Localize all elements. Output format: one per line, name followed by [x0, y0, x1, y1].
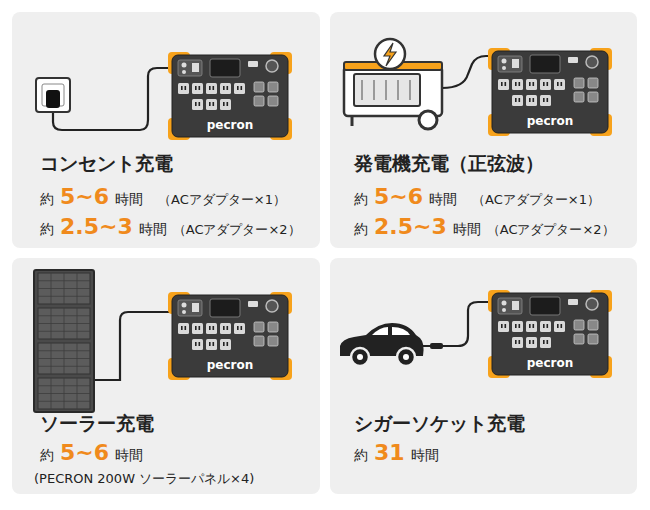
text-row: 約5~6時間 （ACアダプター×1） [354, 184, 600, 213]
time-word: 約 [40, 186, 54, 212]
power-station: pecron [488, 48, 612, 136]
solar-panel [34, 270, 94, 412]
plug [46, 90, 60, 108]
time-word: 約 [354, 216, 368, 242]
adapter-note: （ACアダプター×2） [173, 217, 301, 243]
time-word: 時間 [429, 186, 457, 212]
text-row: (PECRON 200W ソーラーパネル×4) [34, 466, 254, 492]
method-heading: コンセント充電 [40, 150, 173, 176]
brand-logo: pecron [488, 114, 612, 128]
method-heading: シガーソケット充電 [354, 410, 525, 436]
power-station: pecron [488, 290, 612, 378]
method-heading: 発電機充電（正弦波） [354, 150, 544, 176]
wall-outlet [36, 78, 70, 112]
text-row: 発電機充電（正弦波） [354, 150, 544, 176]
charge-hours: 2.5~3 [374, 214, 447, 240]
brand-logo: pecron [488, 356, 612, 370]
charge-hours: 31 [374, 440, 405, 466]
text-row: コンセント充電 [40, 150, 173, 176]
brand-logo: pecron [168, 358, 292, 372]
text-row: 約2.5~3時間（ACアダプター×2） [40, 214, 301, 243]
time-word: 時間 [115, 186, 143, 212]
text-row: 約5~6時間 （ACアダプター×1） [40, 184, 286, 213]
power-station-body [488, 290, 612, 378]
adapter-note: （ACアダプター×1） [472, 187, 600, 213]
charge-method-panel: pecron ソーラー充電約5~6時間(PECRON 200W ソーラーパネル×4… [12, 258, 320, 494]
brand-logo: pecron [168, 118, 292, 132]
time-word: 時間 [115, 442, 143, 468]
charge-method-panel: pecron発電機充電（正弦波）約5~6時間（ACアダプター×1）約2.5~3時… [330, 12, 637, 248]
generator [344, 39, 442, 129]
time-word: 時間 [411, 442, 439, 468]
time-word: 約 [40, 442, 54, 468]
car [340, 323, 443, 366]
power-station-body [488, 48, 612, 136]
time-word: 時間 [139, 216, 167, 242]
power-station: pecron [168, 292, 292, 380]
power-station-body [168, 52, 292, 140]
adapter-note: （ACアダプター×2） [487, 217, 615, 243]
power-station-body [168, 292, 292, 380]
power-station: pecron [168, 52, 292, 140]
text-row: シガーソケット充電 [354, 410, 525, 436]
time-word: 約 [40, 216, 54, 242]
method-heading: ソーラー充電 [40, 410, 154, 436]
charge-method-panel: pecron シガーソケット充電約31時間 [330, 258, 637, 494]
charge-method-panel: pecronコンセント充電約5~6時間（ACアダプター×1）約2.5~3時間（A… [12, 12, 320, 248]
text-row: 約31時間 [354, 440, 439, 468]
time-word: 約 [354, 442, 368, 468]
charge-hours: 5~6 [374, 184, 423, 210]
text-row: ソーラー充電 [40, 410, 154, 436]
charge-hours: 5~6 [60, 184, 109, 210]
charge-hours: 2.5~3 [60, 214, 133, 240]
cable [53, 68, 182, 130]
charge-hours: 5~6 [60, 440, 109, 466]
adapter-note: (PECRON 200W ソーラーパネル×4) [34, 466, 254, 492]
adapter-note: （ACアダプター×1） [158, 187, 286, 213]
time-word: 約 [354, 186, 368, 212]
cable [94, 312, 180, 380]
text-row: 約5~6時間 [40, 440, 143, 468]
time-word: 時間 [453, 216, 481, 242]
text-row: 約2.5~3時間（ACアダプター×2） [354, 214, 615, 243]
